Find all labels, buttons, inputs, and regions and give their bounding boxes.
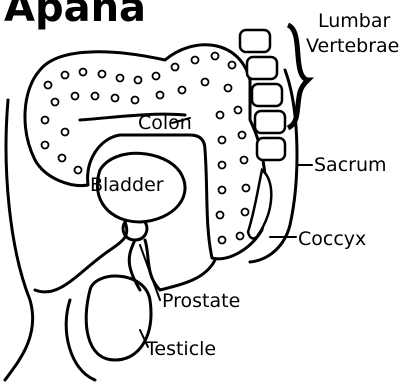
label-testicle: Testicle [146,340,216,359]
label-colon: Colon [138,114,192,133]
label-bladder: Bladder [90,176,164,195]
label-lumbar: Lumbar [318,12,390,31]
testicle-outline [86,276,151,360]
label-coccyx: Coccyx [298,230,366,249]
colon-dots [42,53,250,244]
vertebrae [240,30,285,238]
label-vertebrae: Vertebrae [306,37,399,56]
label-prostate: Prostate [162,292,240,311]
label-sacrum: Sacrum [314,156,387,175]
page-title: Apana [4,0,146,28]
lumbar-brace [288,25,308,128]
